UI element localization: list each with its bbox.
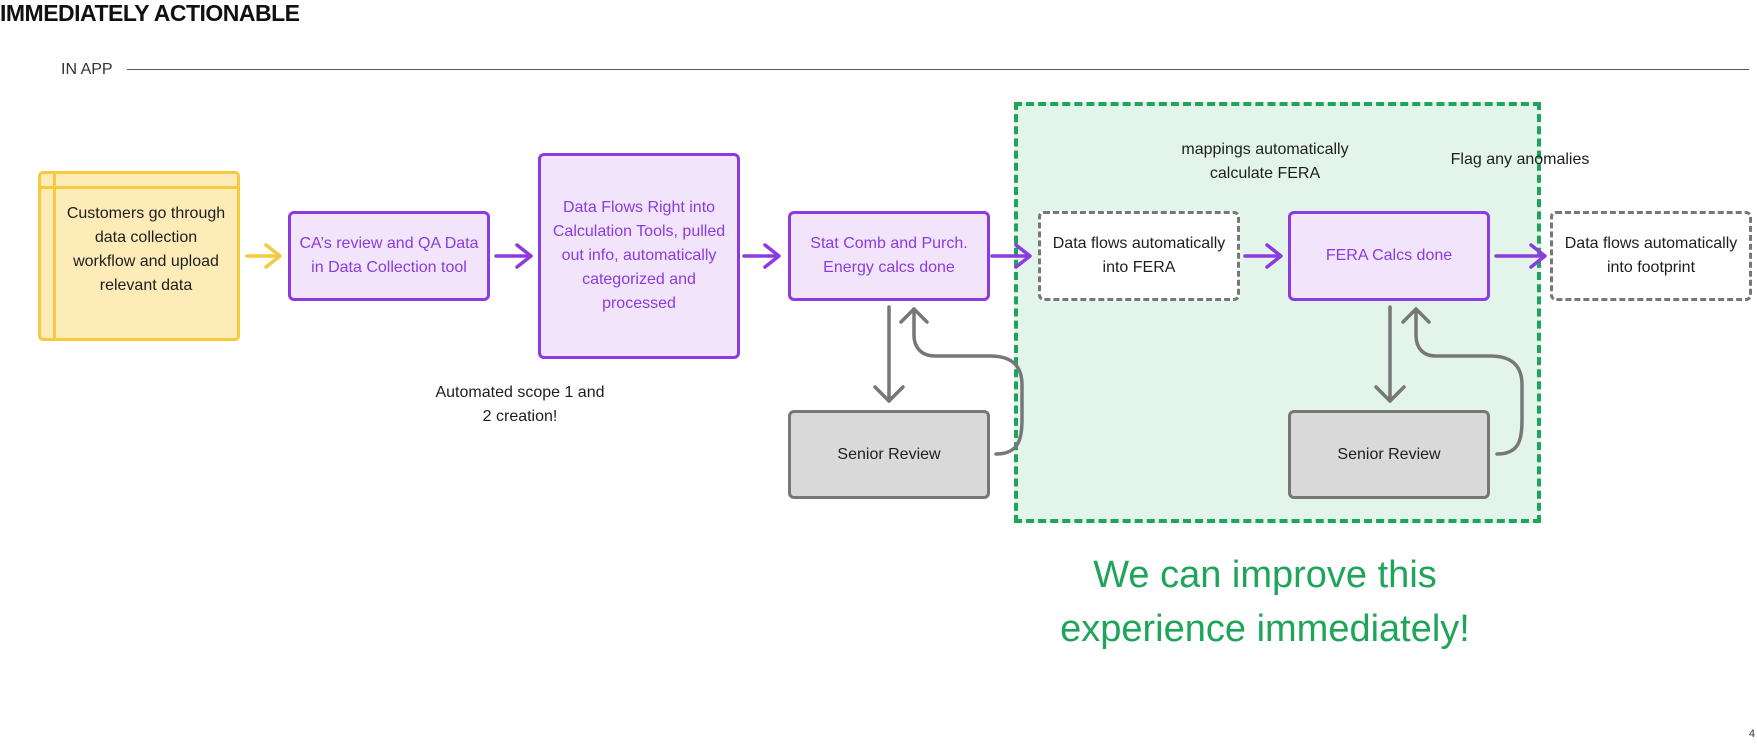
arrow-stat-to-fera-flow xyxy=(990,243,1032,269)
section-label: IN APP xyxy=(61,61,113,78)
data-flows-tools-step: Data Flows Right into Calculation Tools,… xyxy=(538,153,740,359)
arrow-fera-calcs-to-footprint xyxy=(1494,243,1547,269)
senior-review-box-1: Senior Review xyxy=(788,410,990,499)
arrow-customers-to-ca xyxy=(245,243,282,269)
arrow-fera-flow-to-fera-calcs xyxy=(1243,243,1283,269)
arrow-review-back-to-stat xyxy=(899,307,1024,456)
stat-comb-step: Stat Comb and Purch. Energy calcs done xyxy=(788,211,990,301)
section-divider xyxy=(127,69,1749,70)
mappings-note: mappings automatically calculate FERA xyxy=(1181,141,1349,182)
customers-upload-card: Customers go through data collection wor… xyxy=(38,171,240,341)
flows-into-footprint-step: Data flows automatically into footprint xyxy=(1550,211,1752,301)
arrow-ca-to-tools xyxy=(494,243,533,269)
arrow-fera-calcs-to-review xyxy=(1374,305,1406,403)
senior-review-box-2: Senior Review xyxy=(1288,410,1490,499)
fera-calcs-step: FERA Calcs done xyxy=(1288,211,1490,301)
flows-into-fera-step: Data flows automatically into FERA xyxy=(1038,211,1240,301)
arrow-review-back-to-fera-calcs xyxy=(1401,307,1524,456)
page-number: 4 xyxy=(1748,728,1755,740)
improvement-message: We can improve this experience immediate… xyxy=(1060,554,1470,650)
flag-anomalies-note: Flag any anomalies xyxy=(1450,151,1590,168)
page-title: IMMEDIATELY ACTIONABLE xyxy=(0,0,300,26)
ca-review-step: CA’s review and QA Data in Data Collecti… xyxy=(288,211,490,301)
automated-scope-note: Automated scope 1 and 2 creation! xyxy=(435,384,605,425)
arrow-stat-to-review xyxy=(873,305,905,403)
arrow-tools-to-stat xyxy=(742,243,781,269)
card-header-rule xyxy=(41,186,237,189)
customers-upload-text: Customers go through data collection wor… xyxy=(66,205,226,294)
card-side-rule xyxy=(53,174,56,338)
